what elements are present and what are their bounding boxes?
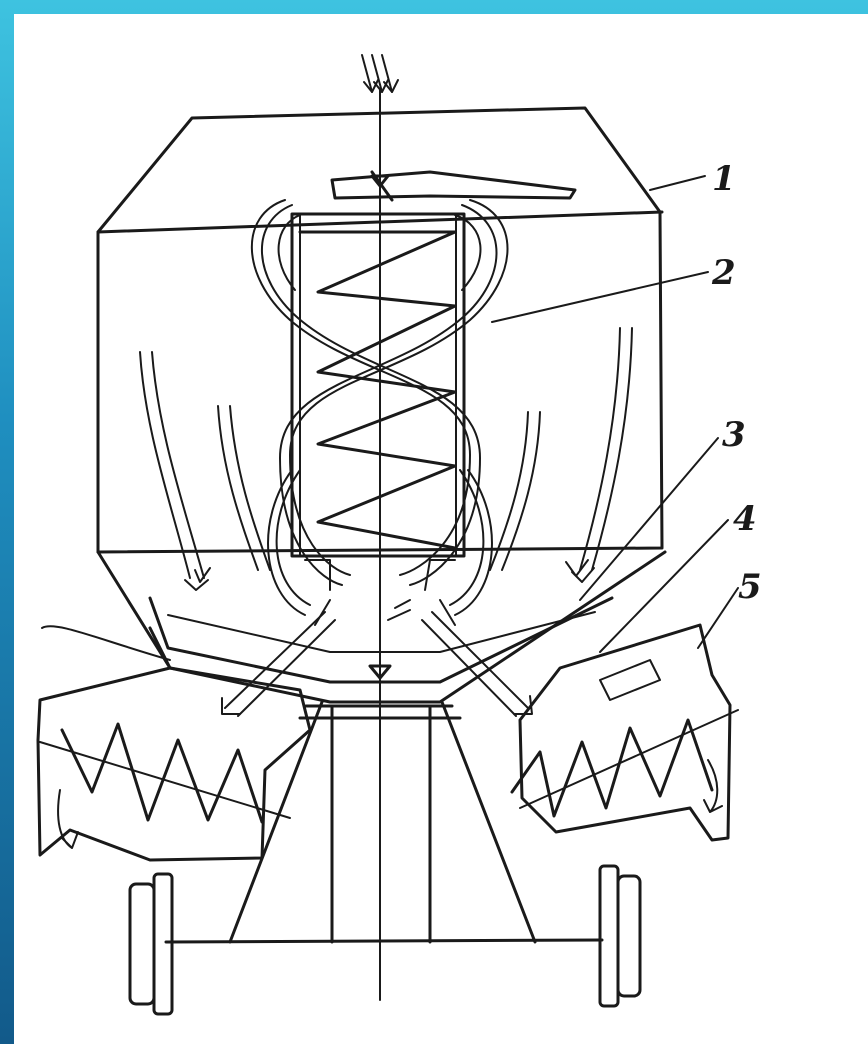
top-deflector xyxy=(330,170,577,202)
central-auger xyxy=(298,230,457,550)
left-wheel xyxy=(128,872,174,1016)
right-wheel xyxy=(598,864,642,1008)
side-downflow-arrows xyxy=(139,327,633,591)
top-inflow-arrows xyxy=(361,54,399,93)
cone-liner xyxy=(148,596,614,684)
diagram-sheet xyxy=(14,14,868,1044)
central-tube xyxy=(290,212,466,558)
recirculation-flow xyxy=(250,199,509,616)
label-5: 5 xyxy=(738,567,762,607)
label-1: 1 xyxy=(712,159,736,199)
support-stand xyxy=(164,700,604,944)
housing-body xyxy=(96,106,667,704)
leader-lines xyxy=(491,175,739,653)
label-2: 2 xyxy=(711,253,736,293)
label-4: 4 xyxy=(733,499,757,539)
left-outlet-auger xyxy=(36,625,312,862)
axis-hubs xyxy=(368,174,392,680)
right-outlet-auger xyxy=(510,623,739,842)
label-3: 3 xyxy=(722,415,746,455)
discharge-arrows xyxy=(221,599,533,717)
